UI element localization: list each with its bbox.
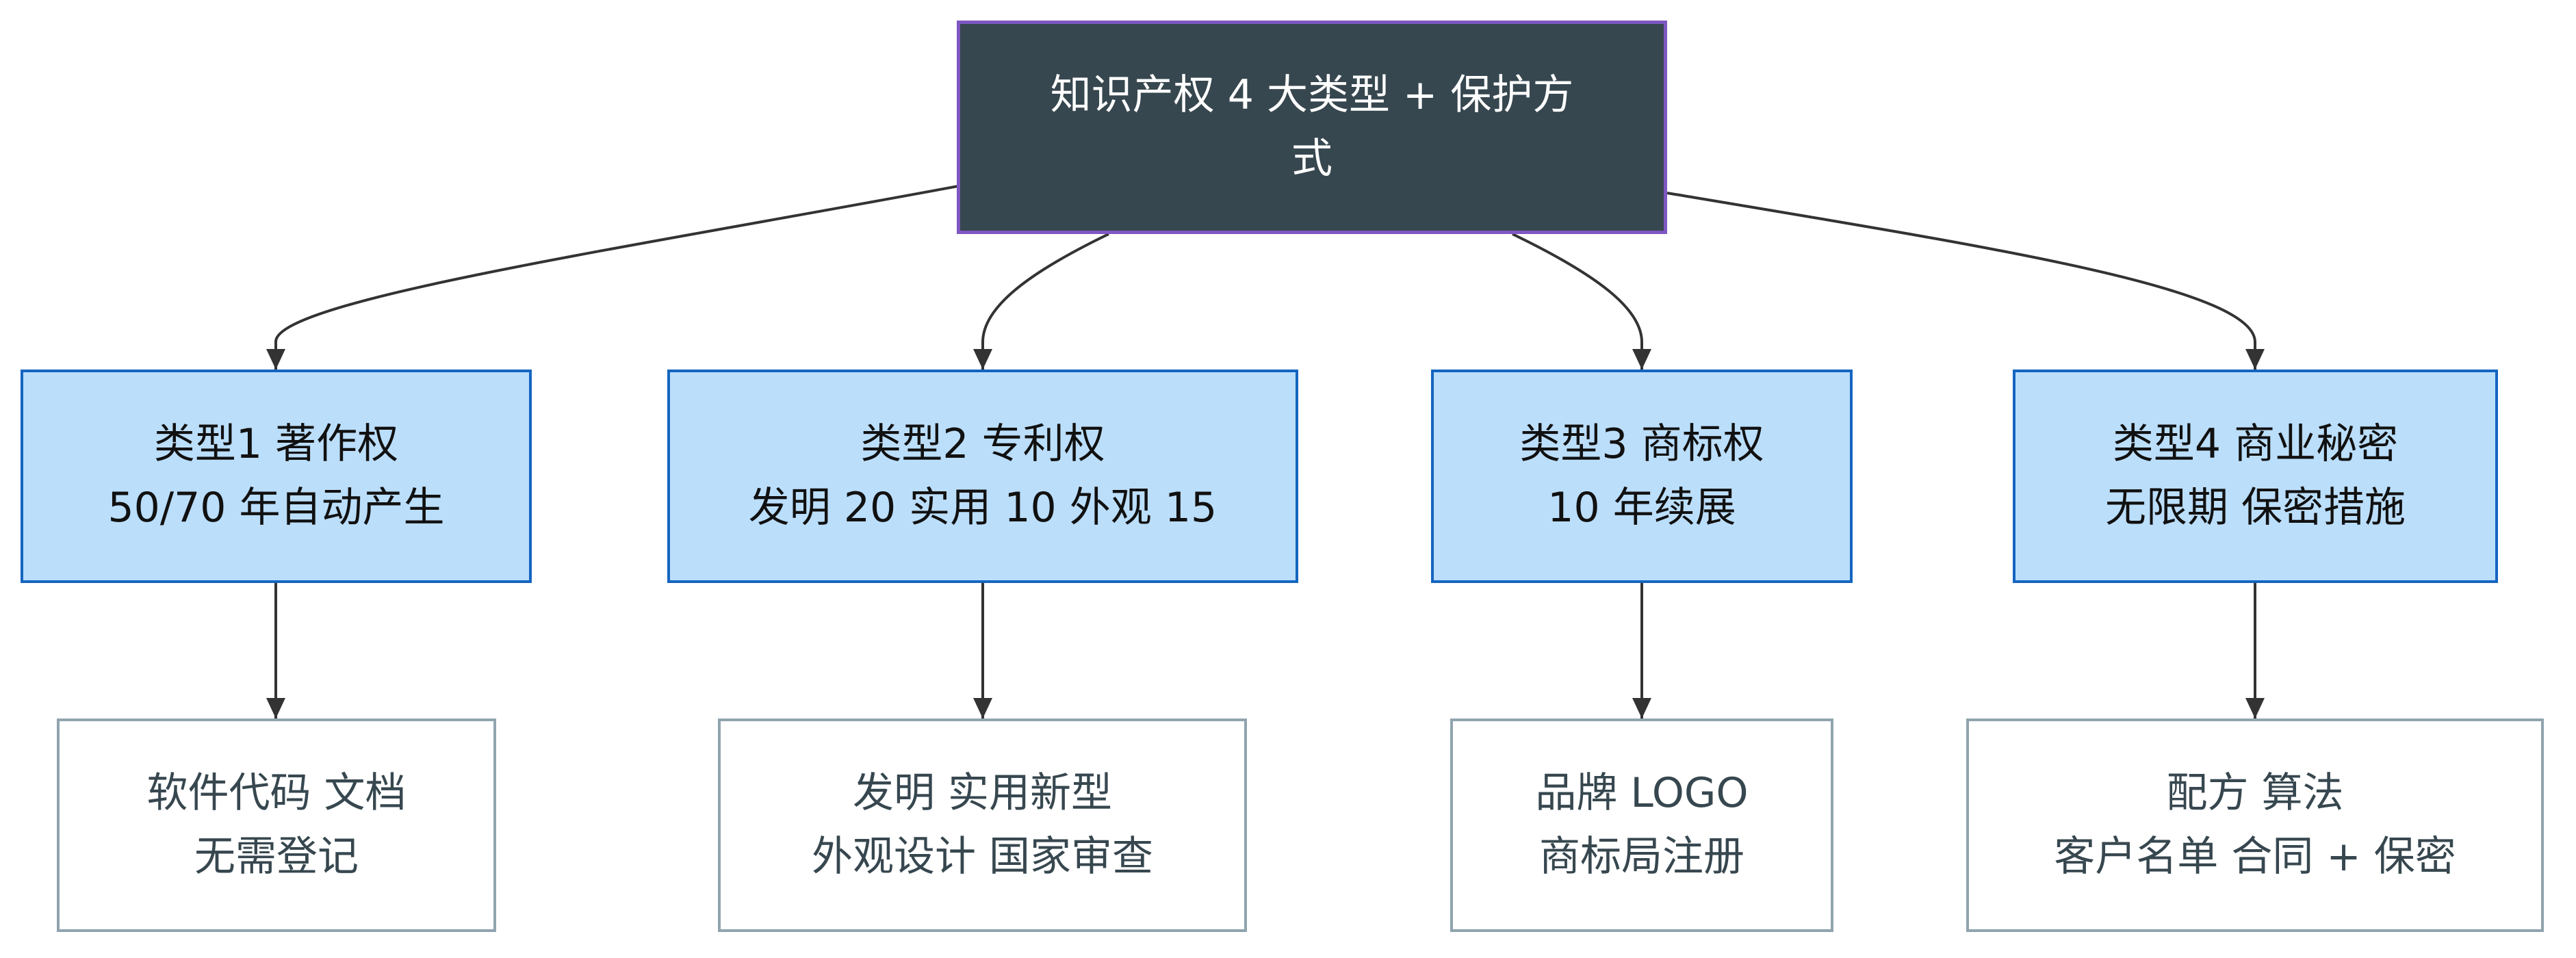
arrowhead-type1: [266, 349, 285, 370]
type-node-title: 类型4 商业秘密: [2112, 420, 2399, 468]
root-label-line-2: 式: [1291, 135, 1332, 183]
leaf-node-line: 软件代码 文档: [146, 769, 407, 817]
arrowhead-leaf1: [266, 698, 285, 718]
leaf-node-line: 客户名单 合同 + 保密: [2054, 833, 2456, 881]
edge-root-type2: [981, 233, 1109, 370]
leaf-node-line: 商标局注册: [1539, 833, 1744, 881]
leaf-node-line: 无需登记: [194, 833, 359, 881]
type-node-title: 类型2 专利权: [860, 420, 1105, 468]
type-node-trademark: 类型3 商标权 10 年续展: [1431, 370, 1853, 583]
type-node-detail: 10 年续展: [1547, 484, 1736, 532]
arrowhead-leaf2: [973, 698, 992, 718]
leaf-node-trademark-examples: 品牌 LOGO 商标局注册: [1450, 718, 1833, 932]
arrowhead-type2: [973, 349, 992, 370]
type-node-title: 类型3 商标权: [1519, 420, 1764, 468]
edge-root-type3: [1512, 233, 1643, 370]
leaf-node-trade-secret-examples: 配方 算法 客户名单 合同 + 保密: [1966, 718, 2544, 932]
type-node-detail: 发明 20 实用 10 外观 15: [748, 484, 1218, 532]
leaf-node-copyright-examples: 软件代码 文档 无需登记: [57, 718, 496, 932]
arrowhead-leaf3: [1632, 698, 1651, 718]
leaf-node-line: 外观设计 国家审查: [811, 833, 1154, 881]
edge-root-type1: [274, 185, 959, 370]
type-node-title: 类型1 著作权: [153, 420, 399, 468]
leaf-node-patent-examples: 发明 实用新型 外观设计 国家审查: [718, 718, 1247, 932]
arrowhead-type3: [1632, 349, 1651, 370]
leaf-node-line: 发明 实用新型: [852, 769, 1113, 817]
root-label-line-1: 知识产权 4 大类型 + 保护方: [1050, 71, 1574, 119]
arrowhead-leaf4: [2245, 698, 2265, 718]
type-node-trade-secret: 类型4 商业秘密 无限期 保密措施: [2013, 370, 2498, 583]
leaf-node-line: 配方 算法: [2166, 769, 2344, 817]
type-node-patent: 类型2 专利权 发明 20 实用 10 外观 15: [667, 370, 1298, 583]
arrowhead-type4: [2245, 349, 2265, 370]
edge-root-type4: [1666, 192, 2256, 370]
root-node: 知识产权 4 大类型 + 保护方 式: [957, 21, 1667, 234]
type-node-detail: 50/70 年自动产生: [107, 484, 445, 532]
leaf-node-line: 品牌 LOGO: [1535, 769, 1749, 817]
type-node-detail: 无限期 保密措施: [2104, 484, 2406, 532]
type-node-copyright: 类型1 著作权 50/70 年自动产生: [21, 370, 532, 583]
